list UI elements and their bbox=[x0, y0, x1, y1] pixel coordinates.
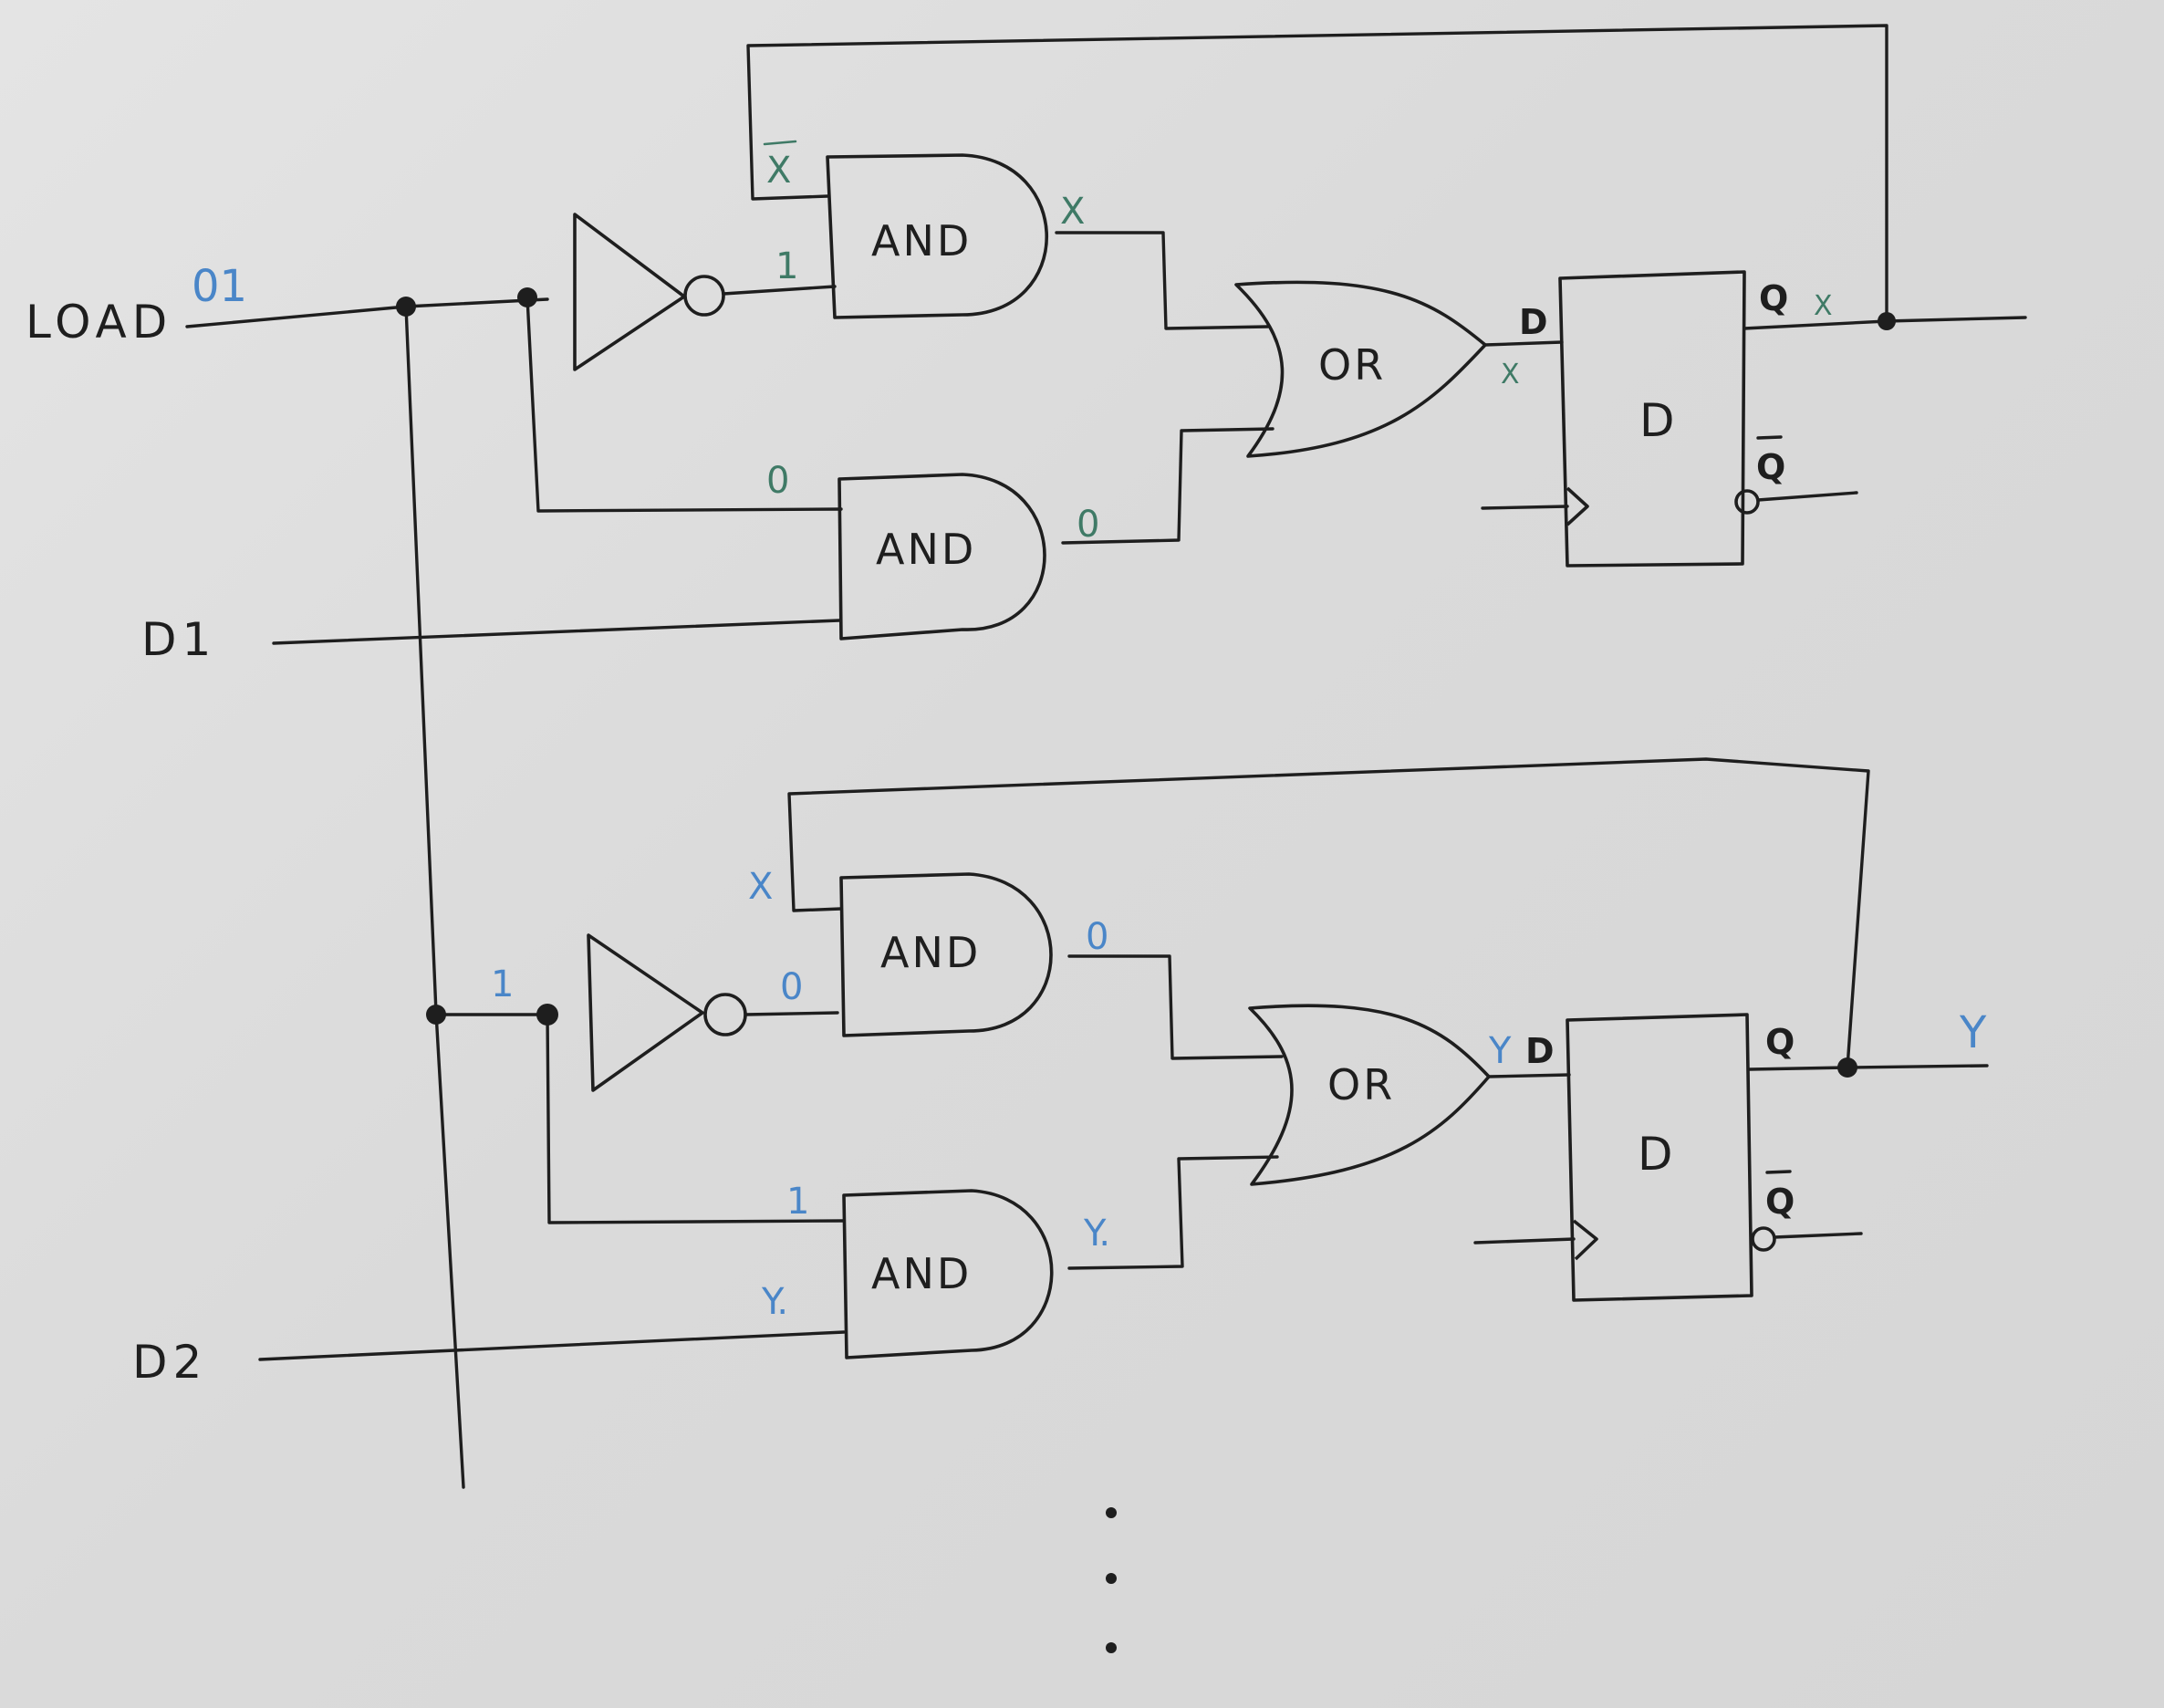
feedback-wire-2 bbox=[787, 757, 1870, 1069]
qbar-wire-1 bbox=[1756, 491, 1858, 502]
junction-dot bbox=[1837, 1057, 1857, 1078]
s1-and-top-out-annotation: X bbox=[1060, 191, 1085, 233]
qbar-bubble-1 bbox=[1734, 489, 1760, 515]
d1-label: D1 bbox=[141, 613, 216, 666]
s1-feedback-annotation: X bbox=[766, 150, 791, 192]
load-bus bbox=[404, 305, 465, 1489]
dff-1-q-pin: Q bbox=[1759, 278, 1788, 318]
s2-q-out-annotation: Y bbox=[1959, 1007, 1987, 1058]
wire bbox=[1487, 1073, 1571, 1078]
and-gate-1-bottom-label: AND bbox=[876, 525, 976, 574]
dff-2-qbar-pin: Q bbox=[1765, 1182, 1795, 1222]
dff-1-qbar-pin: Q bbox=[1756, 447, 1785, 487]
wire bbox=[1061, 427, 1274, 545]
or-gate-1 bbox=[1234, 280, 1487, 458]
and-gate-1-top bbox=[826, 153, 1048, 319]
s2-and-bot-in-load-annotation: 1 bbox=[786, 1181, 809, 1223]
qbar-wire-2 bbox=[1773, 1232, 1863, 1239]
wire bbox=[1067, 954, 1284, 1060]
s1-q-out-annotation: X bbox=[1814, 290, 1833, 322]
not-gate-2 bbox=[587, 933, 704, 1092]
dff-2 bbox=[1566, 1013, 1753, 1302]
wire bbox=[722, 285, 837, 296]
s1-not-out-annotation: 1 bbox=[775, 245, 798, 287]
s1-and-bot-in-annotation: 0 bbox=[766, 460, 789, 502]
dff-1-label: D bbox=[1639, 394, 1680, 447]
s2-not-out-annotation: 0 bbox=[780, 966, 803, 1008]
s2-and-bot-in-d2-annotation: Y. bbox=[761, 1281, 788, 1323]
and-gate-2-bottom-label: AND bbox=[871, 1249, 972, 1298]
wire bbox=[1055, 231, 1270, 330]
wire bbox=[744, 1011, 839, 1016]
d2-wire bbox=[258, 1330, 846, 1361]
s1-or-out-annotation: X bbox=[1501, 359, 1520, 391]
continuation-dot bbox=[1106, 1507, 1117, 1518]
clock-wire-1 bbox=[1481, 505, 1569, 510]
dff-1-d-pin: D bbox=[1519, 302, 1548, 342]
junction-dot bbox=[426, 1005, 446, 1025]
s2-and-bot-out-annotation: Y. bbox=[1083, 1213, 1110, 1255]
and-gate-2-top bbox=[839, 872, 1053, 1037]
continuation-dot bbox=[1106, 1573, 1117, 1584]
s1-feedback-overline bbox=[763, 140, 797, 146]
dff-2-label: D bbox=[1638, 1128, 1679, 1181]
not-bubble-2 bbox=[703, 993, 747, 1036]
and-gate-2-top-label: AND bbox=[880, 928, 981, 977]
or-gate-2 bbox=[1248, 1004, 1491, 1186]
continuation-dot bbox=[1106, 1642, 1117, 1653]
or-gate-1-label: OR bbox=[1318, 340, 1386, 390]
not-gate-1 bbox=[573, 213, 686, 371]
qbar-bubble-2 bbox=[1751, 1226, 1776, 1252]
feedback-wire-1 bbox=[746, 24, 1888, 323]
clock-triangle-1 bbox=[1566, 486, 1589, 526]
d2-label: D2 bbox=[132, 1336, 207, 1389]
d1-wire bbox=[272, 619, 841, 645]
s2-or-out-annotation: Y bbox=[1488, 1030, 1512, 1072]
wire bbox=[525, 296, 843, 513]
or-gate-2-label: OR bbox=[1327, 1060, 1395, 1109]
clock-wire-2 bbox=[1473, 1237, 1576, 1245]
q-wire-2 bbox=[1748, 1064, 1989, 1071]
s2-and-top-out-annotation: 0 bbox=[1086, 916, 1108, 958]
dff-1 bbox=[1558, 270, 1746, 568]
and-gate-1-bottom bbox=[838, 473, 1046, 640]
junction-dot bbox=[396, 297, 416, 317]
junction-dot bbox=[1878, 312, 1896, 330]
wire bbox=[1067, 1155, 1279, 1270]
dff-2-d-pin: D bbox=[1525, 1031, 1555, 1071]
qbar-overline-1 bbox=[1756, 435, 1783, 440]
load-label: LOAD bbox=[26, 296, 172, 349]
and-gate-2-bottom bbox=[842, 1189, 1054, 1359]
and-gate-1-top-label: AND bbox=[871, 216, 972, 266]
s1-and-bot-out-annotation: 0 bbox=[1077, 504, 1099, 546]
wire bbox=[546, 1013, 846, 1224]
s2-feedback-annotation: X bbox=[748, 866, 773, 908]
load-value-annotation: 01 bbox=[192, 261, 247, 312]
not-bubble-1 bbox=[683, 275, 725, 317]
clock-triangle-2 bbox=[1572, 1219, 1598, 1261]
wire bbox=[1483, 340, 1564, 347]
s2-load-branch-annotation: 1 bbox=[491, 963, 514, 1005]
dff-2-q-pin: Q bbox=[1765, 1022, 1795, 1062]
